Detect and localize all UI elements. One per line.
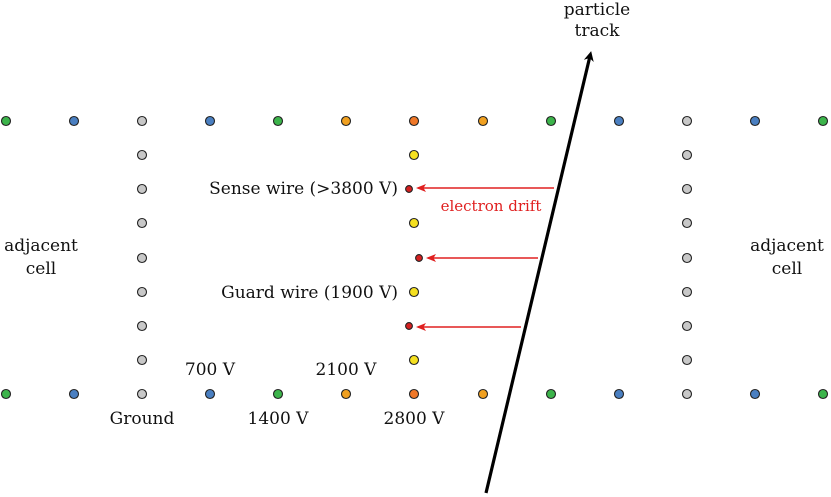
field-wire-v700	[749, 115, 761, 127]
field-wire-ground	[681, 149, 693, 161]
center-wire-column	[405, 149, 423, 366]
field-wire-v1400	[817, 388, 829, 400]
right-wire-column	[681, 149, 693, 366]
sense-wire	[405, 322, 413, 330]
adjacent-cell-left-label: adjacent	[4, 236, 78, 256]
field-wire-v2100	[340, 115, 352, 127]
field-wire-v1400	[272, 388, 284, 400]
sense-wire-label: Sense wire (>3800 V)	[209, 179, 398, 199]
field-wire-v2100	[477, 115, 489, 127]
field-wire-v700	[204, 388, 216, 400]
field-wire-ground	[681, 115, 693, 127]
field-wire-v2100	[477, 388, 489, 400]
field-wire-ground	[136, 149, 148, 161]
field-wire-ground	[681, 320, 693, 332]
field-wire-v1400	[545, 115, 557, 127]
voltage-label-2100: 2100 V	[316, 360, 378, 380]
field-wire-ground	[136, 115, 148, 127]
field-wire-v2100	[340, 388, 352, 400]
field-wire-ground	[681, 354, 693, 366]
guard-wire	[408, 354, 420, 366]
field-wire-v1400	[272, 115, 284, 127]
sense-wire	[415, 254, 423, 262]
electron-drift-label: electron drift	[441, 197, 542, 215]
field-wire-v700	[204, 115, 216, 127]
field-wire-v1400	[0, 388, 12, 400]
particle-track-label: particle	[564, 0, 630, 20]
field-wire-ground	[136, 354, 148, 366]
field-wire-ground	[136, 388, 148, 400]
guard-wire	[408, 286, 420, 298]
field-wire-v2800	[408, 115, 420, 127]
adjacent-cell-right-label: adjacent	[750, 236, 824, 256]
guard-wire	[408, 217, 420, 229]
ground-label: Ground	[110, 409, 175, 429]
field-wire-v700	[613, 388, 625, 400]
field-wire-v700	[68, 388, 80, 400]
field-wire-v700	[613, 115, 625, 127]
adjacent-cell-left-label: cell	[26, 259, 56, 279]
field-wire-v1400	[545, 388, 557, 400]
field-wire-ground	[681, 286, 693, 298]
field-wire-ground	[681, 183, 693, 195]
voltage-label-1400: 1400 V	[248, 409, 310, 429]
field-wire-v700	[749, 388, 761, 400]
bottom-wire-row	[0, 388, 829, 400]
field-wire-v1400	[0, 115, 12, 127]
guard-wire-label: Guard wire (1900 V)	[221, 283, 398, 303]
field-wire-ground	[681, 388, 693, 400]
voltage-label-2800: 2800 V	[384, 409, 446, 429]
field-wire-ground	[136, 252, 148, 264]
particle-track-arrow	[484, 51, 594, 494]
field-wire-ground	[136, 320, 148, 332]
left-wire-column	[136, 149, 148, 366]
field-wire-ground	[136, 286, 148, 298]
adjacent-cell-right-label: cell	[772, 259, 802, 279]
field-wire-ground	[681, 252, 693, 264]
particle-track-label: track	[575, 21, 621, 41]
guard-wire	[408, 149, 420, 161]
field-wire-ground	[681, 217, 693, 229]
voltage-label-700: 700 V	[185, 360, 236, 380]
field-wire-v2800	[408, 388, 420, 400]
sense-wire	[405, 185, 413, 193]
field-wire-v700	[68, 115, 80, 127]
top-wire-row	[0, 115, 829, 127]
field-wire-v1400	[817, 115, 829, 127]
field-wire-ground	[136, 183, 148, 195]
field-wire-ground	[136, 217, 148, 229]
